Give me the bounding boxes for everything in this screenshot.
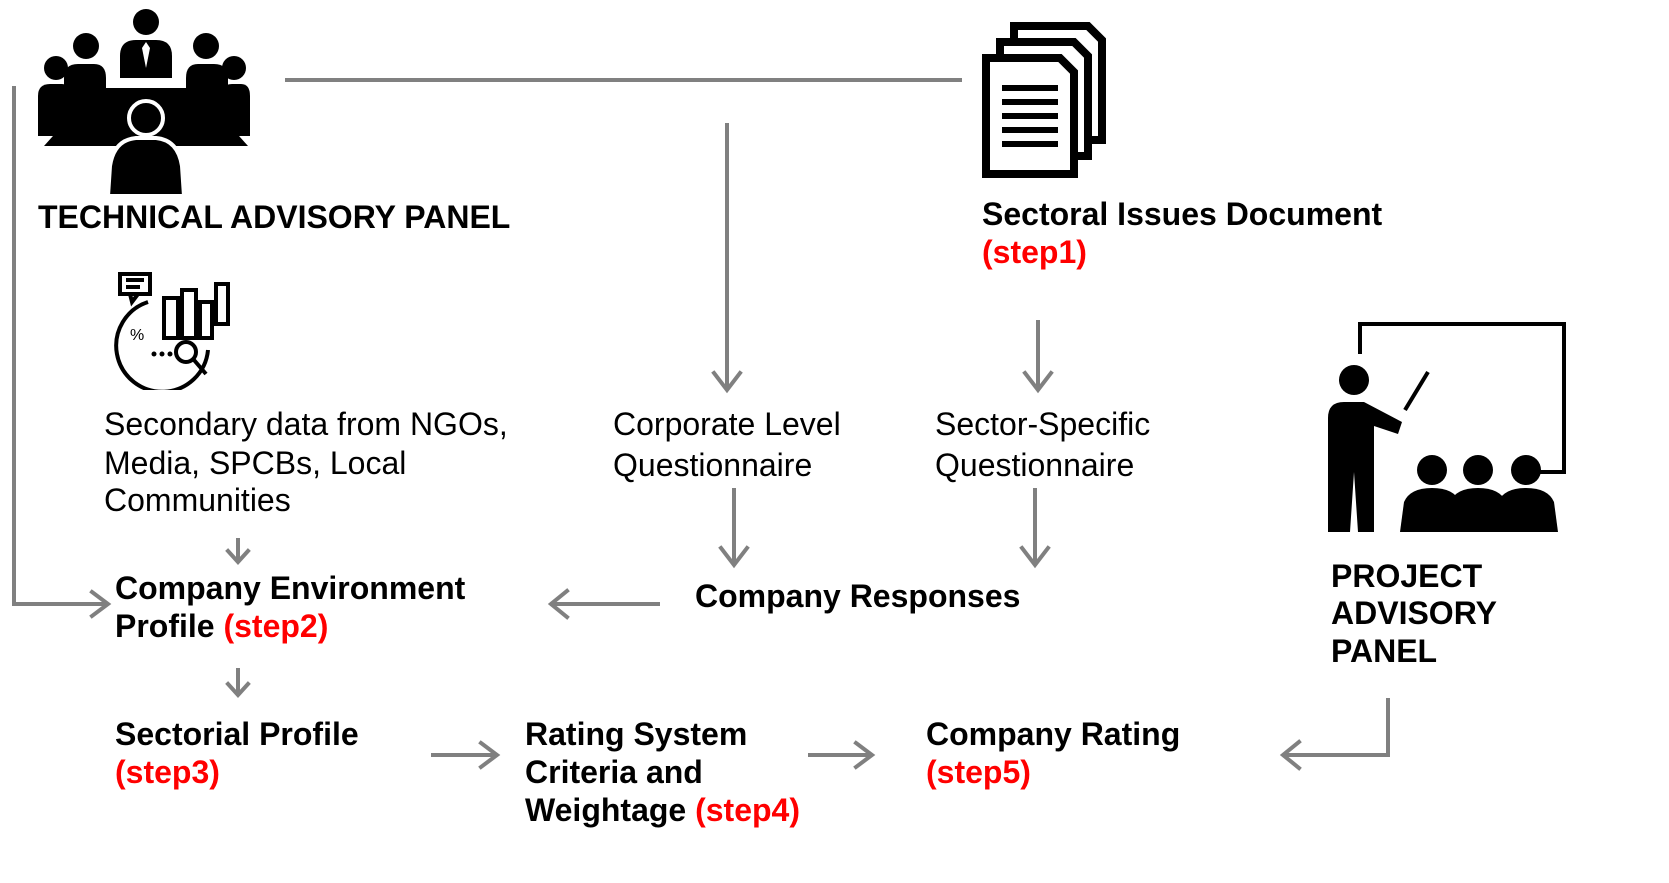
secondary-line-2: Media, SPCBs, Local xyxy=(104,445,407,481)
secondary-line-1: Secondary data from NGOs, xyxy=(104,406,508,442)
rating-system-line-2: Criteria and xyxy=(525,754,703,790)
arrowhead-sector-responses xyxy=(1019,545,1051,569)
sector-line-2: Questionnaire xyxy=(935,447,1135,483)
rating-system-line-1: Rating System xyxy=(525,716,748,752)
arrowhead-rating-company xyxy=(853,740,876,770)
svg-text:%: % xyxy=(130,327,144,344)
sid-step: (step1) xyxy=(982,234,1087,270)
tap-title: TECHNICAL ADVISORY PANEL xyxy=(38,199,511,235)
arrowhead-cep-left xyxy=(89,589,112,619)
cep-step: (step2) xyxy=(223,608,329,644)
cep-line-2-row: Profile (step2) xyxy=(115,608,328,645)
arrowhead-pap-company xyxy=(1279,739,1302,771)
arrowhead-sector xyxy=(1022,370,1054,394)
arrowhead-secondary xyxy=(225,548,251,565)
company-rating-title: Company Rating xyxy=(926,716,1181,752)
secondary-line-3: Communities xyxy=(104,482,291,518)
responses-title: Company Responses xyxy=(695,578,1021,614)
connector-pap-to-company-rating xyxy=(1283,698,1390,757)
presentation-icon xyxy=(1328,322,1566,532)
cep-line-1: Company Environment xyxy=(115,570,466,606)
corporate-line-2: Questionnaire xyxy=(613,447,813,483)
arrowhead-corporate xyxy=(711,370,743,394)
sectorial-step: (step3) xyxy=(115,754,220,790)
rating-system-line-3-row: Weightage (step4) xyxy=(525,792,800,829)
arrowhead-corporate-responses xyxy=(718,545,750,569)
corporate-line-1: Corporate Level xyxy=(613,406,841,442)
rating-system-step: (step4) xyxy=(695,792,800,828)
data-analysis-icon: % xyxy=(114,272,230,390)
company-rating-step: (step5) xyxy=(926,754,1031,790)
sid-title: Sectoral Issues Document xyxy=(982,196,1383,232)
arrowhead-responses-cep xyxy=(547,588,570,620)
sector-line-1: Sector-Specific xyxy=(935,406,1151,442)
pap-line-3: PANEL xyxy=(1331,633,1438,669)
pap-line-1: PROJECT xyxy=(1331,558,1483,594)
pap-line-2: ADVISORY xyxy=(1331,595,1497,631)
meeting-people-icon xyxy=(38,9,250,196)
connector-tap-to-cep xyxy=(12,86,107,606)
sectorial-title: Sectorial Profile xyxy=(115,716,359,752)
arrowhead-sectorial-rating xyxy=(478,740,501,770)
cep-line-2: Profile xyxy=(115,608,215,644)
documents-stack-icon xyxy=(982,22,1106,178)
arrowhead-cep-sectorial xyxy=(225,681,251,698)
rating-system-line-3: Weightage xyxy=(525,792,687,828)
